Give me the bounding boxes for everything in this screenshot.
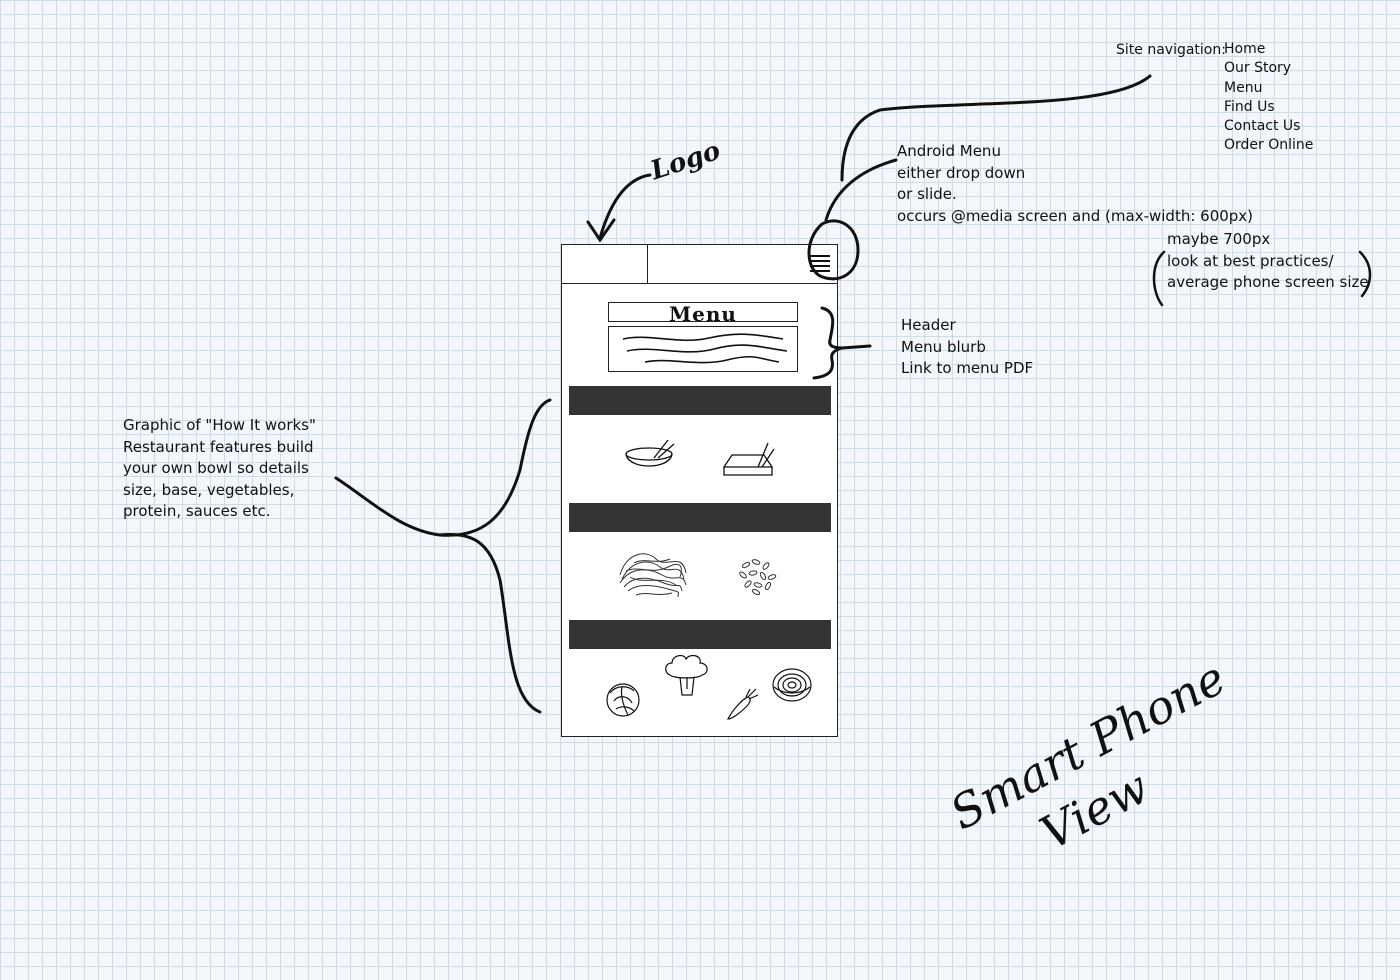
cabbage-icon	[606, 683, 640, 717]
nav-item-our-story: Our Story	[1224, 60, 1292, 77]
header-connector	[840, 344, 872, 350]
android-subnote-line: look at best practices/	[1167, 251, 1334, 270]
hamburger-menu-icon[interactable]	[810, 252, 830, 272]
how-note-line: protein, sauces etc.	[123, 502, 271, 520]
nav-item-order-online: Order Online	[1224, 137, 1314, 154]
rice-icon	[739, 559, 777, 595]
site-navigation-label: Site navigation:	[1116, 42, 1226, 58]
android-note-line: Android Menu	[897, 142, 1001, 160]
how-note-line: your own bowl so details	[123, 459, 309, 477]
carrot-icon	[727, 688, 759, 720]
section-bar-vegetables	[569, 620, 831, 649]
left-paren	[1152, 250, 1166, 307]
phone-wireframe: Menu	[561, 244, 838, 737]
android-note-line: occurs @media screen and (max-width: 600…	[897, 206, 1254, 225]
takeout-box-icon	[722, 442, 775, 476]
how-note-line: Graphic of "How It works"	[123, 416, 316, 434]
android-menu-note: Android Menu either drop down or slide. …	[897, 141, 1253, 227]
android-note-line: either drop down	[897, 163, 1026, 182]
logo-label: Logo	[647, 135, 725, 187]
menu-title: Menu	[608, 302, 798, 325]
site-navigation-list: Home Our Story Menu Find Us Contact Us O…	[1224, 40, 1313, 156]
section-bar-size	[569, 386, 831, 415]
how-it-works-note: Graphic of "How It works" Restaurant fea…	[123, 415, 316, 523]
section-bar-base	[569, 503, 831, 532]
bowl-icon	[625, 440, 675, 467]
how-note-line: Restaurant features build	[123, 437, 314, 456]
android-connector	[824, 158, 898, 222]
nav-item-menu: Menu	[1224, 79, 1263, 96]
android-note-line: or slide.	[897, 185, 957, 203]
phone-header	[562, 245, 837, 284]
smart-phone-view-label: Smart Phone View	[940, 648, 1264, 896]
header-note-line: Menu blurb	[901, 337, 986, 356]
menu-blurb-placeholder	[608, 326, 798, 372]
android-subnote-line: maybe 700px	[1167, 230, 1271, 248]
android-subnote-line: average phone screen size	[1167, 273, 1369, 291]
nav-item-find-us: Find Us	[1224, 98, 1275, 115]
header-note-line: Header	[901, 316, 956, 334]
logo-arrow	[598, 173, 652, 240]
nav-item-contact-us: Contact Us	[1224, 118, 1301, 135]
logo-placeholder[interactable]	[562, 245, 648, 283]
header-note-line: Link to menu PDF	[901, 359, 1034, 377]
onion-icon	[772, 668, 812, 702]
nav-item-home: Home	[1224, 41, 1266, 57]
how-note-line: size, base, vegetables,	[123, 480, 295, 499]
header-note: Header Menu blurb Link to menu PDF	[901, 315, 1033, 380]
how-brace-bottom	[438, 532, 542, 714]
noodles-icon	[619, 553, 687, 598]
how-brace-top	[334, 398, 552, 537]
squiggle-text-icon	[622, 333, 788, 364]
broccoli-icon	[665, 654, 708, 696]
android-menu-subnote: maybe 700px look at best practices/ aver…	[1167, 229, 1369, 294]
